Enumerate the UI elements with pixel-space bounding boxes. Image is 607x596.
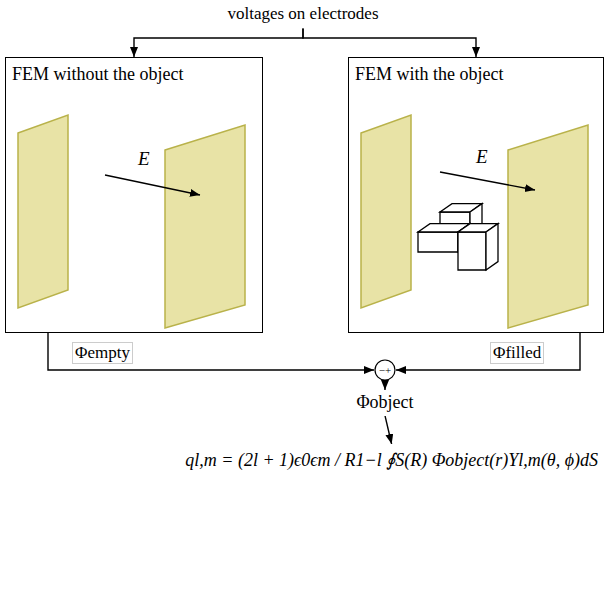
- field-arrow: [440, 172, 535, 190]
- connector-arrow: [303, 28, 476, 57]
- node-text: ql,m = (2l + 1)ϵ0ϵm / R1−l ∮S(R) Φobject…: [185, 450, 598, 472]
- object-face: [458, 232, 486, 270]
- electrode-plate: [165, 125, 245, 328]
- field-arrow: [105, 175, 200, 195]
- connector-arrow: [384, 381, 385, 390]
- field-label: E: [136, 148, 152, 170]
- input-label: voltages on electrodes: [225, 2, 380, 26]
- object-face: [486, 224, 498, 270]
- potential-label: Φfilled: [490, 342, 544, 364]
- node-text: voltages on electrodes: [227, 4, 378, 24]
- result-label: Φobject: [354, 390, 415, 416]
- field-label: E: [474, 146, 490, 168]
- potential-label: Φempty: [72, 342, 133, 364]
- formula: ql,m = (2l + 1)ϵ0ϵm / R1−l ∮S(R) Φobject…: [179, 444, 604, 478]
- connector-arrow: [385, 416, 392, 444]
- electrode-plates: [18, 115, 588, 328]
- connector-arrow: [48, 333, 374, 370]
- electrode-plate: [18, 115, 68, 308]
- node-text: Φobject: [356, 392, 413, 414]
- electrode-plate: [361, 115, 411, 308]
- electrode-plate: [508, 125, 588, 328]
- difference-junction: −+: [374, 359, 396, 381]
- node-text: FEM without the object: [12, 64, 256, 86]
- connector-arrow: [396, 333, 580, 370]
- object-figure: [418, 204, 498, 270]
- object-face: [418, 232, 458, 252]
- node-text: FEM with the object: [355, 64, 597, 86]
- fem-box: FEM with the object: [348, 57, 604, 333]
- connector-arrow: [134, 28, 303, 57]
- fem-box: FEM without the object: [5, 57, 263, 333]
- operator-sign: −+: [374, 359, 396, 381]
